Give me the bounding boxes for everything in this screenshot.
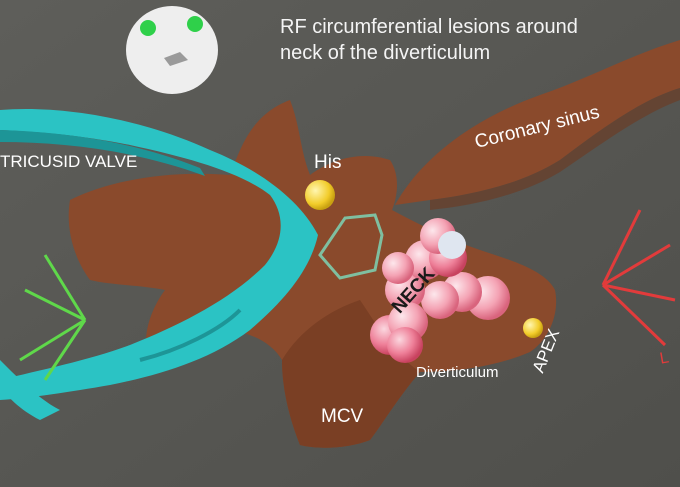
apex-marker — [523, 318, 543, 338]
diverticulum-outline — [318, 213, 384, 280]
his-marker — [305, 180, 335, 210]
coronary-sinus-shape — [395, 40, 680, 205]
head-orientation-icon — [126, 6, 218, 94]
coronary-sinus-shade — [430, 88, 680, 210]
caption-line-2: neck of the diverticulum — [280, 42, 491, 64]
green-orientation-arrow — [19, 254, 87, 381]
rf-lesion-cluster — [370, 218, 510, 363]
caption-line-1: RF circumferential lesions around — [280, 16, 578, 38]
diverticulum-label: Diverticulum — [416, 364, 499, 381]
mcv-label: MCV — [321, 406, 364, 427]
his-label: His — [314, 152, 342, 173]
tricuspid-valve-ring — [0, 108, 318, 420]
tricuspid-valve-label: TRICUSID VALVE — [0, 152, 138, 171]
chamber-shade — [282, 300, 420, 448]
red-orientation-arrow — [601, 209, 676, 347]
caption-text: RF circumferential lesions around neck o… — [280, 14, 578, 66]
cardiac-chamber-shape — [68, 100, 557, 448]
